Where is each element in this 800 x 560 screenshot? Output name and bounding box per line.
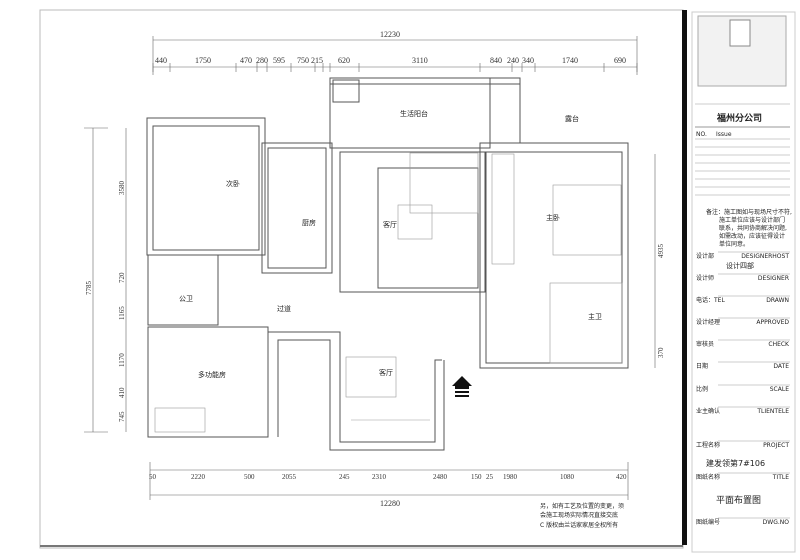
title-block-label: 设计部 bbox=[696, 252, 714, 260]
title-block-label-en: DRAWN bbox=[766, 297, 789, 304]
dimension-top: 1740 bbox=[562, 56, 578, 65]
dimension-left: 745 bbox=[118, 411, 126, 422]
room-label-corridor: 过道 bbox=[277, 304, 291, 313]
title-block-label-en: CHECK bbox=[768, 341, 790, 348]
dimension-bottom-total: 12280 bbox=[380, 499, 400, 508]
dimension-top: 690 bbox=[614, 56, 626, 65]
dimension-top: 840 bbox=[490, 56, 502, 65]
dimension-left: 720 bbox=[118, 272, 126, 283]
issue-label: Issue bbox=[716, 131, 732, 138]
dimension-bottom: 1980 bbox=[503, 473, 518, 481]
room-label-kitchen: 厨房 bbox=[302, 218, 316, 227]
note-line: 会施工现场实际情况直接交底 bbox=[540, 511, 618, 519]
dimension-bottom: 2310 bbox=[372, 473, 387, 481]
entrance-arrow-icon bbox=[452, 376, 472, 397]
dimension-bottom: 420 bbox=[616, 473, 627, 481]
dimension-bottom: 2480 bbox=[433, 473, 448, 481]
title-block: 福州分公司 NO. Issue 备注：施工图如与现场尺寸不符, 施工单位应该与设… bbox=[691, 11, 796, 553]
title-block-label: 设计经理 bbox=[696, 318, 720, 326]
dimension-top: 280 bbox=[256, 56, 268, 65]
project-name-value: 建发领第7#106 bbox=[706, 458, 765, 468]
sheet-edge-bar bbox=[682, 10, 687, 545]
company-name: 福州分公司 bbox=[716, 112, 762, 124]
title-block-label: 业主确认 bbox=[696, 407, 720, 415]
title-block-label-en: DWG.NO bbox=[763, 519, 790, 526]
dimension-left: 1165 bbox=[118, 306, 126, 320]
dimension-top: 750 bbox=[297, 56, 309, 65]
room-label-terrace: 露台 bbox=[565, 114, 579, 123]
title-block-label-en: PROJECT bbox=[763, 442, 789, 449]
note-line: C 版权由兰话家家居全权所有 bbox=[540, 521, 618, 529]
title-block-label-en: TLIENTELE bbox=[756, 408, 789, 415]
dimension-top: 240 bbox=[507, 56, 519, 65]
title-block-label: 审核员 bbox=[696, 340, 714, 348]
title-block-label-en: APPROVED bbox=[756, 319, 789, 326]
room-label-dining-living: 客厅 bbox=[379, 368, 393, 377]
dimension-top: 3110 bbox=[412, 56, 428, 65]
walls bbox=[146, 77, 629, 451]
title-block-label-en: DESIGNERHOST bbox=[741, 253, 789, 260]
remark-line: 施工单位应该与设计部门 bbox=[719, 216, 785, 224]
dimension-top: 215 bbox=[311, 56, 323, 65]
room-label-multi-room: 多功能房 bbox=[198, 370, 226, 379]
note-line: 另，如有工艺及位置的变更，须 bbox=[540, 502, 624, 510]
room-label-master-bath: 主卫 bbox=[588, 312, 602, 321]
dimension-bottom: 2055 bbox=[282, 473, 297, 481]
dimension-bottom: 1080 bbox=[560, 473, 575, 481]
title-block-label: 设计师 bbox=[696, 274, 714, 282]
title-block-label-en: DATE bbox=[773, 363, 789, 370]
dimension-bottom: 150 bbox=[471, 473, 482, 481]
dimension-top: 595 bbox=[273, 56, 285, 65]
remark-line: 如需改动，应该征得设计 bbox=[719, 232, 785, 240]
drawing-title-value: 平面布置图 bbox=[716, 494, 761, 506]
department-value: 设计四部 bbox=[726, 261, 754, 270]
room-label-utility-balcony: 生活阳台 bbox=[400, 109, 428, 118]
no-label: NO. bbox=[696, 131, 707, 138]
dimension-bottom: 245 bbox=[339, 473, 350, 481]
dimension-top-total: 12230 bbox=[380, 30, 400, 39]
room-label-public-bath: 公卫 bbox=[179, 295, 193, 303]
dimension-left-total: 7785 bbox=[85, 281, 93, 296]
sheet-border bbox=[39, 9, 684, 549]
dimension-left: 1170 bbox=[118, 353, 126, 367]
dimension-left: 3580 bbox=[118, 181, 126, 196]
dimension-top: 340 bbox=[522, 56, 534, 65]
dimension-bottom: 50 bbox=[149, 473, 157, 481]
room-label-second-bedroom: 次卧 bbox=[226, 179, 240, 188]
title-block-label-en: DESIGNER bbox=[758, 275, 789, 282]
title-block-label: 图纸名称 bbox=[696, 473, 720, 481]
dimension-top: 440 bbox=[155, 56, 167, 65]
room-label-living-room: 客厅 bbox=[383, 220, 397, 229]
dimension-bottom: 2220 bbox=[191, 473, 206, 481]
dimension-top: 470 bbox=[240, 56, 252, 65]
dimension-top: 620 bbox=[338, 56, 350, 65]
remark-line: 单位同意。 bbox=[719, 240, 749, 248]
remark-line: 联系，共同协商解决问题, bbox=[719, 224, 787, 232]
room-label-master-bedroom: 主卧 bbox=[546, 213, 560, 222]
dimension-top: 1750 bbox=[195, 56, 211, 65]
title-block-label-en: SCALE bbox=[770, 386, 789, 393]
dimension-lines bbox=[84, 36, 656, 500]
title-block-label-en: TITLE bbox=[772, 474, 789, 481]
title-block-label: 电话：TEL bbox=[696, 296, 725, 304]
dimension-right: 4935 bbox=[657, 244, 665, 259]
title-block-label: 比例 bbox=[696, 385, 708, 393]
title-block-label: 工程名称 bbox=[696, 441, 720, 449]
title-block-label: 日期 bbox=[696, 362, 708, 370]
dimension-right: 370 bbox=[657, 347, 665, 358]
title-block-label: 图纸编号 bbox=[696, 518, 720, 526]
dimension-bottom: 25 bbox=[486, 473, 494, 481]
dimension-left: 410 bbox=[118, 387, 126, 398]
dimension-bottom: 500 bbox=[244, 473, 255, 481]
remark-line: 备注：施工图如与现场尺寸不符, bbox=[706, 208, 792, 216]
